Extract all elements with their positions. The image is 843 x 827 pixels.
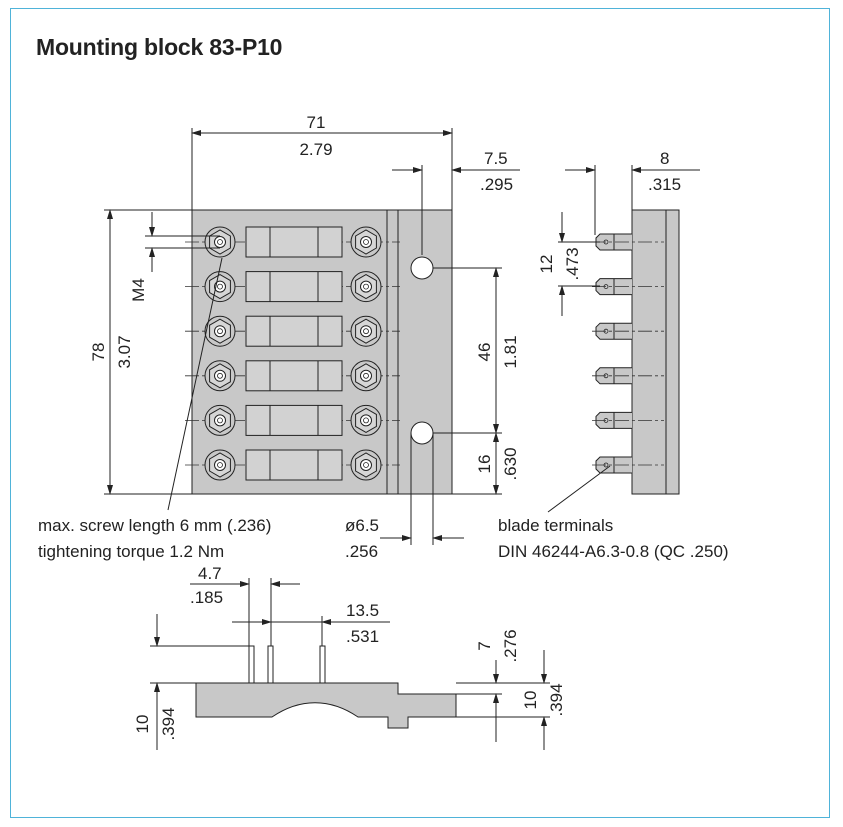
dim-bottom-left-in: .394 [159,707,178,740]
screw-terminal-right [350,404,382,436]
terminal-row [185,360,400,392]
blade-terminal [592,456,664,474]
dim-width: 71 2.79 [191,113,453,210]
blade-standard-note: DIN 46244-A6.3-0.8 (QC .250) [498,542,729,561]
dim-bottom-left: 10 .394 [133,614,249,750]
bottom-view [195,645,457,729]
dim-bottom-right: 10 .394 [456,650,566,750]
side-body [631,209,680,495]
terminal-row [185,271,400,303]
dim-edge-in: .295 [480,175,513,194]
mounting-hole-lower [410,421,434,445]
fuse-slot [245,226,343,258]
mounting-hole-upper [410,256,434,280]
dim-height-in: 3.07 [115,335,134,368]
terminal-row [185,315,400,347]
dim-thread-label: M4 [129,278,148,302]
screw-terminal-left [204,315,236,347]
terminal-row [185,404,400,436]
screw-terminal-right [350,360,382,392]
fuse-slot [245,315,343,347]
side-view [592,209,680,495]
screw-terminal-left [204,360,236,392]
dim-bottom-left-mm: 10 [133,715,152,734]
blade-terminal [592,411,664,429]
dim-width-mm: 71 [307,113,326,132]
dim-hole-dia-mm: ø6.5 [345,516,379,535]
dim-step: 7 .276 [456,629,520,742]
dim-hole-dia-in: .256 [345,542,378,561]
dim-hole-bottom-mm: 16 [475,455,494,474]
screw-terminal-left [204,226,236,258]
screw-terminal-right [350,271,382,303]
dim-pin-spacing: 13.5 .531 [232,601,390,646]
torque-note: tightening torque 1.2 Nm [38,542,224,561]
terminal-row [185,226,400,258]
dim-hole-bottom-in: .630 [501,447,520,480]
dim-step-mm: 7 [475,641,494,650]
dim-hole-spacing-mm: 46 [475,343,494,362]
pin-right [319,645,326,684]
screw-terminal-right [350,449,382,481]
dim-edge: 7.5 .295 [392,149,520,255]
dim-height-mm: 78 [89,343,108,362]
screw-length-note: max. screw length 6 mm (.236) [38,516,271,535]
dim-side-width: 8 .315 [565,149,700,235]
dim-bottom-right-mm: 10 [521,691,540,710]
dim-pin-spacing-in: .531 [346,627,379,646]
dim-pin-width-mm: 4.7 [198,564,222,583]
screw-terminal-right [350,226,382,258]
dim-side-width-in: .315 [648,175,681,194]
screw-terminal-left [204,449,236,481]
dim-thread: M4 [129,212,220,302]
blade-terminals [592,233,664,474]
fuse-slot [245,449,343,481]
bottom-body [195,682,457,729]
fuse-slot [245,271,343,303]
dim-pin-spacing-mm: 13.5 [346,601,379,620]
dim-pitch-in: .473 [563,247,582,280]
blade-note-leader [547,465,611,513]
drawing-frame [10,8,830,818]
screw-terminal-right [350,315,382,347]
terminal-row [185,449,400,481]
blade-terminal [592,233,664,251]
screw-terminal-left [204,404,236,436]
fuse-slot [245,404,343,436]
fuse-slot [245,360,343,392]
blade-terminal [592,278,664,296]
dim-pin-width: 4.7 .185 [190,564,300,646]
blade-terminals-note: blade terminals [498,516,613,535]
pin-left-outer [248,645,255,684]
blade-terminal [592,367,664,385]
dim-width-in: 2.79 [299,140,332,159]
terminal-rows [185,226,400,481]
dim-pitch-mm: 12 [537,255,556,274]
dim-height: 78 3.07 [89,209,192,495]
dim-step-in: .276 [501,629,520,662]
dim-side-width-mm: 8 [660,149,669,168]
screw-note-leader [167,257,223,511]
blade-terminal [592,322,664,340]
dim-pitch: 12 .473 [537,212,600,316]
dim-hole-spacing-in: 1.81 [501,335,520,368]
dim-hole-diameter: ø6.5 .256 [345,433,464,561]
dim-hole-bottom: 16 .630 [452,432,520,495]
pin-left-inner [267,645,274,684]
dim-pin-width-in: .185 [190,588,223,607]
dim-bottom-right-in: .394 [547,683,566,716]
drawing-title: Mounting block 83-P10 [36,34,283,60]
dim-hole-spacing: 46 1.81 [433,267,520,434]
dim-edge-mm: 7.5 [484,149,508,168]
screw-terminal-left [204,271,236,303]
front-view [185,209,453,495]
